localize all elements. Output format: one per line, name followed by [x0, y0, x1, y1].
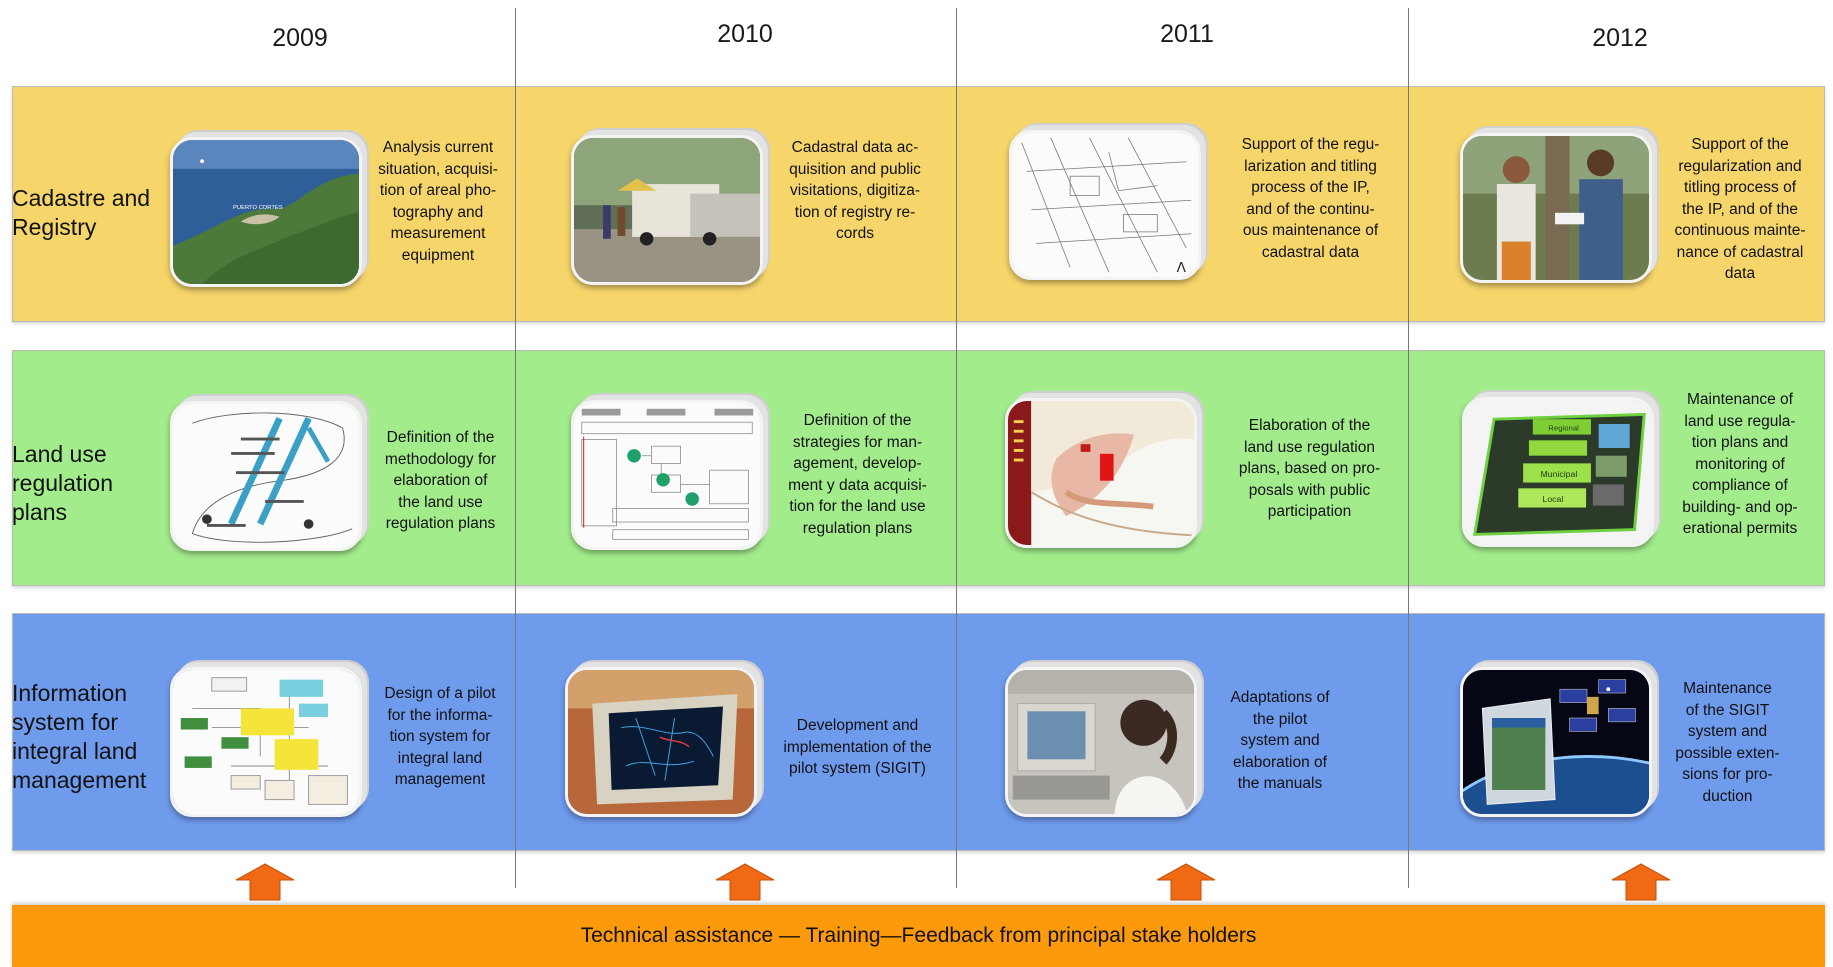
column-divider [515, 8, 516, 888]
satellite-map-image: PUERTO CORTES [170, 137, 362, 287]
strategy-flowchart [571, 400, 763, 550]
cadastre-2009-text: Analysis current situation, acquisi- tio… [378, 139, 498, 264]
land-use-2012-text: Maintenance of land use regula- tion pla… [1682, 391, 1798, 537]
technical-assistance-banner: Technical assistance — Training—Feedback… [12, 905, 1825, 967]
up-arrow-icon [715, 863, 775, 901]
satellite-earth-image [1460, 667, 1652, 817]
land-use-2009-text: Definition of the methodology for elabor… [384, 429, 497, 532]
year-header-2012: 2012 [1592, 24, 1648, 52]
column-divider [1408, 8, 1409, 888]
land-use-2011-text: Elaboration of the land use regulation p… [1238, 417, 1381, 520]
svg-text:Municipal: Municipal [1541, 469, 1578, 479]
info-2011-text: Adaptations of the pilot system and elab… [1230, 689, 1330, 792]
map-place-label: PUERTO CORTES [233, 205, 283, 211]
info-2009-text: Design of a pilot for the informa- tion … [384, 685, 496, 788]
svg-text:Λ: Λ [1177, 260, 1187, 276]
row-label-land-use: Land use regulation plans [12, 441, 114, 525]
computer-user-photo [1005, 667, 1197, 817]
year-header-2009: 2009 [272, 24, 328, 52]
banner-text: Technical assistance — Training—Feedback… [580, 924, 1257, 947]
up-arrow-icon [1156, 863, 1216, 901]
up-arrow-icon [235, 863, 295, 901]
up-arrow-icon [1611, 863, 1671, 901]
cadastral-plan-drawing: Λ [1009, 130, 1201, 280]
land-use-2010-text: Definition of the strategies for man- ag… [788, 412, 927, 537]
column-divider [956, 8, 957, 888]
field-vehicles-photo [571, 135, 763, 285]
zoning-map [1005, 398, 1197, 548]
year-header-2011: 2011 [1160, 20, 1214, 48]
info-2012-text: Maintenance of the SIGIT system and poss… [1675, 680, 1780, 805]
year-header-2010: 2010 [717, 20, 773, 48]
info-2010-text: Development and implementation of the pi… [783, 717, 932, 777]
system-diagram [170, 667, 362, 817]
svg-text:Local: Local [1543, 494, 1564, 504]
field-survey-photo [1460, 133, 1652, 283]
cadastre-2011-text: Support of the regu- larization and titl… [1241, 136, 1380, 261]
svg-text:Regional: Regional [1548, 424, 1579, 433]
gis-monitor-photo [565, 667, 757, 817]
cadastre-2012-text: Support of the regularization and titlin… [1674, 136, 1806, 282]
cadastre-2010-text: Cadastral data ac- quisition and public … [789, 139, 921, 242]
row-label-cadastre: Cadastre and Registry [12, 185, 151, 240]
planning-levels-tablet: Regional Municipal Local [1462, 397, 1654, 547]
row-label-info-system: Information system for integral land man… [12, 680, 147, 793]
methodology-sketch [170, 401, 362, 551]
